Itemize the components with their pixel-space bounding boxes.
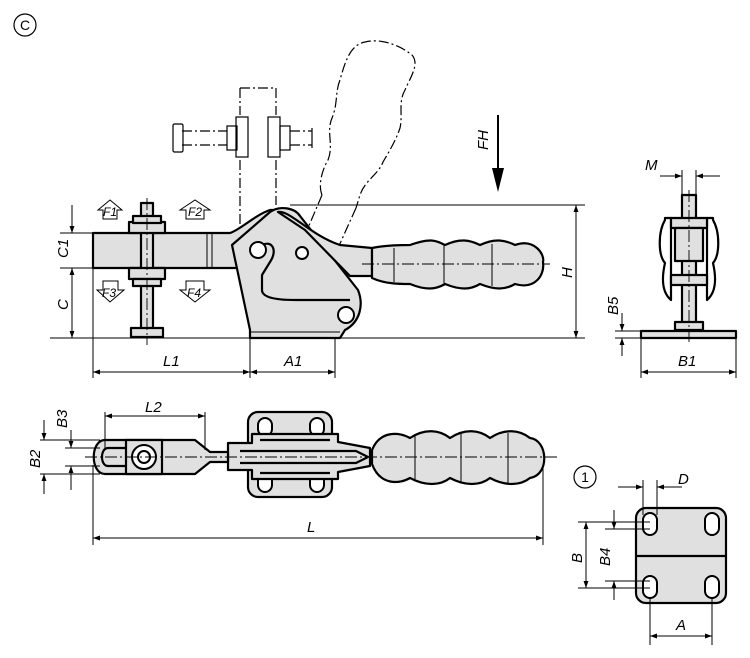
variant-badge-label: C [20, 17, 30, 33]
f2-label: F2 [188, 205, 202, 219]
dim-b4-label: B4 [597, 548, 614, 566]
dim-b-label: B [569, 553, 586, 563]
phantom-spindle [172, 87, 313, 230]
handle-force-arrow: FH [475, 115, 504, 192]
phantom-handle [307, 40, 416, 249]
f4-label: F4 [187, 286, 201, 300]
end-view-base [639, 329, 738, 340]
variant-badge: C [13, 13, 37, 37]
dim-m-label: M [645, 157, 658, 174]
dim-h-label: H [559, 267, 576, 278]
top-view: L2 B2 B3 L [27, 399, 560, 545]
handle-grip [370, 239, 545, 290]
dim-b3-label: B3 [54, 409, 71, 428]
dim-b1-label: B1 [678, 353, 696, 370]
f1-label: F1 [103, 205, 117, 219]
dim-a1-label: A1 [283, 353, 302, 370]
dim-l2-label: L2 [145, 399, 162, 416]
fh-label: FH [475, 130, 492, 150]
force-arrow-f2: F2 [178, 199, 212, 220]
dim-d-label: D [678, 471, 689, 488]
force-arrow-f4: F4 [178, 280, 212, 303]
dim-l-label: L [307, 519, 315, 536]
clamp-body [230, 206, 362, 340]
detail-badge [573, 465, 597, 489]
detail-badge-label: 1 [581, 469, 589, 485]
dim-c1-label: C1 [55, 239, 72, 258]
end-view: M B5 B1 [605, 157, 738, 378]
dim-l1-label: L1 [163, 353, 180, 370]
base-plate-detail: 1 D B B4 A [569, 465, 728, 645]
handle-lever [276, 210, 374, 278]
dim-b5-label: B5 [605, 296, 622, 315]
top-view-grip [370, 430, 546, 486]
side-view: F1 F2 F3 F4 FH C1 C L1 A1 [50, 40, 585, 378]
dim-b2-label: B2 [27, 449, 44, 468]
force-arrow-f1: F1 [96, 199, 124, 220]
f3-label: F3 [102, 286, 116, 300]
clamping-spindle [127, 198, 167, 345]
force-arrow-f3: F3 [95, 280, 126, 303]
dim-a-label: A [675, 617, 686, 634]
dim-c-label: C [55, 299, 72, 310]
